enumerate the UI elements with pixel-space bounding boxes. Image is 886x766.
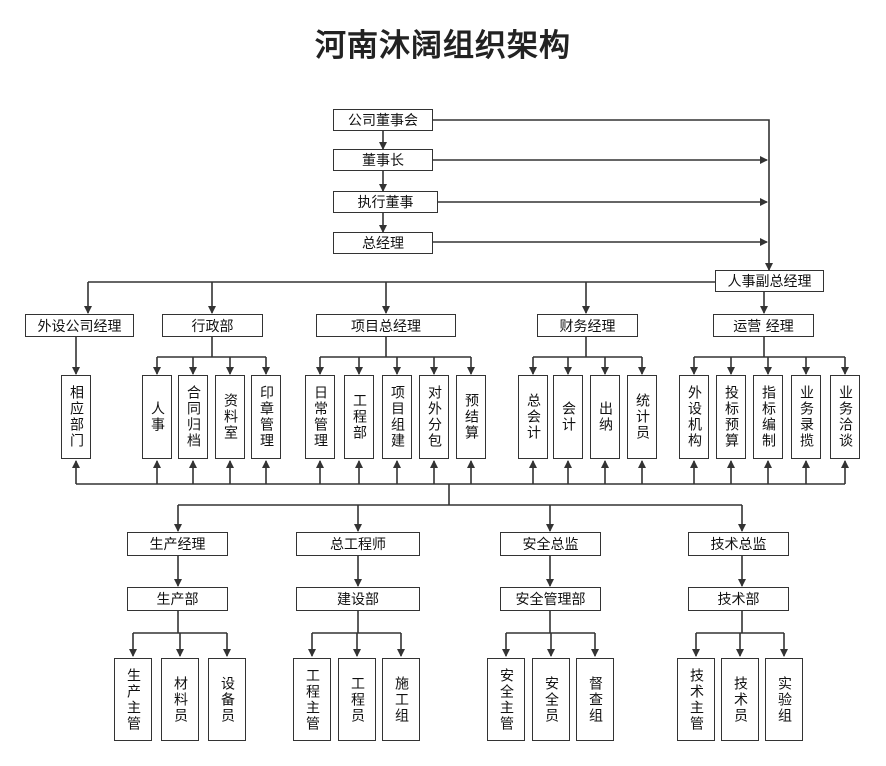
node-business-recording: 业务录揽: [791, 375, 821, 459]
node-safety-officer: 安全员: [532, 658, 570, 741]
node-safety-mgmt-dept: 安全管理部: [500, 587, 601, 611]
node-outsourcing: 对外分包: [419, 375, 449, 459]
node-business-negotiation: 业务洽谈: [830, 375, 860, 459]
node-chairman: 董事长: [333, 149, 433, 171]
node-admin-dept: 行政部: [162, 314, 263, 337]
node-hr-deputy-gm: 人事副总经理: [715, 270, 824, 292]
node-engineer: 工程员: [338, 658, 376, 741]
node-operations-manager: 运营 经理: [713, 314, 814, 337]
node-ext-company-manager: 外设公司经理: [25, 314, 134, 337]
page-title: 河南沐阔组织架构: [315, 28, 571, 64]
node-technician: 技术员: [721, 658, 759, 741]
node-bid-budget: 投标预算: [716, 375, 746, 459]
node-ext-institution: 外设机构: [679, 375, 709, 459]
node-budget-settlement: 预结算: [456, 375, 486, 459]
node-board: 公司董事会: [333, 109, 433, 131]
node-hr: 人事: [142, 375, 172, 459]
node-materials-clerk: 材料员: [161, 658, 199, 741]
node-index-compilation: 指标编制: [753, 375, 783, 459]
node-production-supervisor: 生产主管: [114, 658, 152, 741]
node-contract-archive: 合同归档: [178, 375, 208, 459]
node-data-room: 资料室: [215, 375, 245, 459]
node-inspection-team: 督查组: [576, 658, 614, 741]
node-safety-director: 安全总监: [500, 532, 601, 556]
node-statistician: 统计员: [627, 375, 657, 459]
node-cashier: 出纳: [590, 375, 620, 459]
node-project-gm: 项目总经理: [316, 314, 456, 337]
node-construction-dept: 建设部: [296, 587, 420, 611]
node-construction-team: 施工组: [382, 658, 420, 741]
node-gm: 总经理: [333, 232, 433, 254]
node-exec-director: 执行董事: [333, 191, 438, 213]
node-accountant: 会计: [553, 375, 583, 459]
node-technical-supervisor: 技术主管: [677, 658, 715, 741]
node-production-dept: 生产部: [127, 587, 228, 611]
node-engineering-supervisor: 工程主管: [293, 658, 331, 741]
connector: [433, 119, 773, 271]
node-chief-engineer: 总工程师: [296, 532, 420, 556]
node-project-setup: 项目组建: [382, 375, 412, 459]
node-daily-management: 日常管理: [305, 375, 335, 459]
node-technical-dept: 技术部: [688, 587, 789, 611]
node-engineering-dept: 工程部: [344, 375, 374, 459]
node-finance-manager: 财务经理: [537, 314, 638, 337]
node-equipment-clerk: 设备员: [208, 658, 246, 741]
node-seal-management: 印章管理: [251, 375, 281, 459]
node-technical-director: 技术总监: [688, 532, 789, 556]
node-chief-accountant: 总会计: [518, 375, 548, 459]
node-production-manager: 生产经理: [127, 532, 228, 556]
node-related-dept: 相应部门: [61, 375, 91, 459]
node-safety-supervisor: 安全主管: [487, 658, 525, 741]
node-lab-team: 实验组: [765, 658, 803, 741]
